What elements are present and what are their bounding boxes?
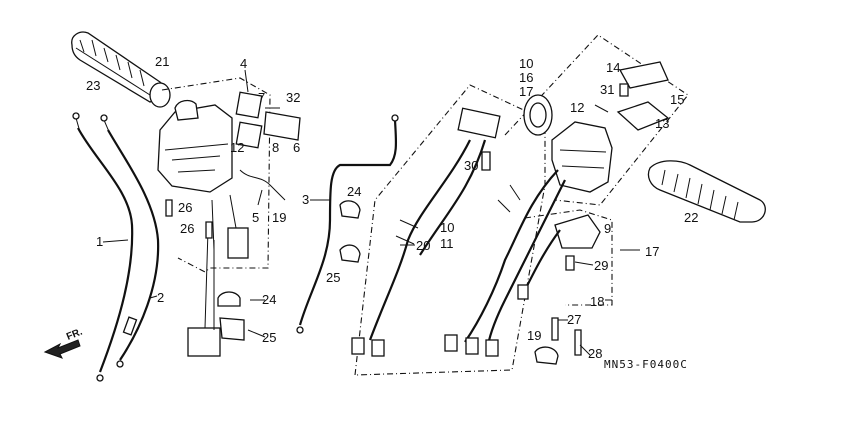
callout-27: 27 (567, 312, 581, 327)
callout-25-left: 25 (262, 330, 276, 345)
callout-12-right: 12 (570, 100, 584, 115)
callout-21: 21 (155, 54, 169, 69)
callout-17-right: 17 (645, 244, 659, 259)
callout-24-left: 24 (262, 292, 276, 307)
choke-cable (296, 114, 399, 334)
callout-11: 11 (440, 236, 454, 251)
diagram-code: MN53-F0400C (604, 358, 688, 371)
callout-1: 1 (96, 234, 103, 249)
kill-switch-assembly (517, 209, 613, 306)
fasteners (165, 83, 629, 365)
callout-26-top: 26 (178, 200, 192, 215)
callout-13: 13 (655, 116, 669, 131)
callout-25-center: 25 (326, 270, 340, 285)
callout-30: 30 (464, 158, 478, 173)
callout-8: 8 (272, 140, 279, 155)
right-switch-housing (444, 34, 689, 357)
left-switch-housing (157, 77, 301, 357)
callout-9: 9 (604, 221, 611, 236)
front-direction-label: FR. (65, 326, 84, 342)
callout-7: 7 (258, 90, 265, 105)
callout-10-center: 10 (440, 220, 454, 235)
callout-18: 18 (590, 294, 604, 309)
callout-14: 14 (606, 60, 620, 75)
right-grip (647, 160, 766, 223)
callout-23: 23 (86, 78, 100, 93)
callout-22: 22 (684, 210, 698, 225)
callout-17-top: 17 (519, 84, 533, 99)
left-grip (71, 31, 171, 108)
callout-2: 2 (157, 290, 164, 305)
callout-28: 28 (588, 346, 602, 361)
throttle-cables (72, 112, 160, 382)
callout-29: 29 (594, 258, 608, 273)
callout-24-top: 24 (347, 184, 361, 199)
callout-15: 15 (670, 92, 684, 107)
callout-32: 32 (286, 90, 300, 105)
callout-4: 4 (240, 56, 247, 71)
leader-lines (102, 69, 640, 356)
callout-20: 20 (416, 238, 430, 253)
callout-12-left: 12 (230, 140, 244, 155)
callout-3: 3 (302, 192, 309, 207)
callout-31: 31 (600, 82, 614, 97)
callout-labels: 1 2 3 4 5 6 7 8 9 10 10 11 12 12 13 14 1… (86, 54, 698, 361)
callout-10-top: 10 (519, 56, 533, 71)
callout-5: 5 (252, 210, 259, 225)
callout-16: 16 (519, 70, 533, 85)
callout-6: 6 (293, 140, 300, 155)
callout-19-left: 19 (272, 210, 286, 225)
callout-19-right: 19 (527, 328, 541, 343)
front-direction-arrow (43, 339, 81, 359)
callout-26-bottom: 26 (180, 221, 194, 236)
